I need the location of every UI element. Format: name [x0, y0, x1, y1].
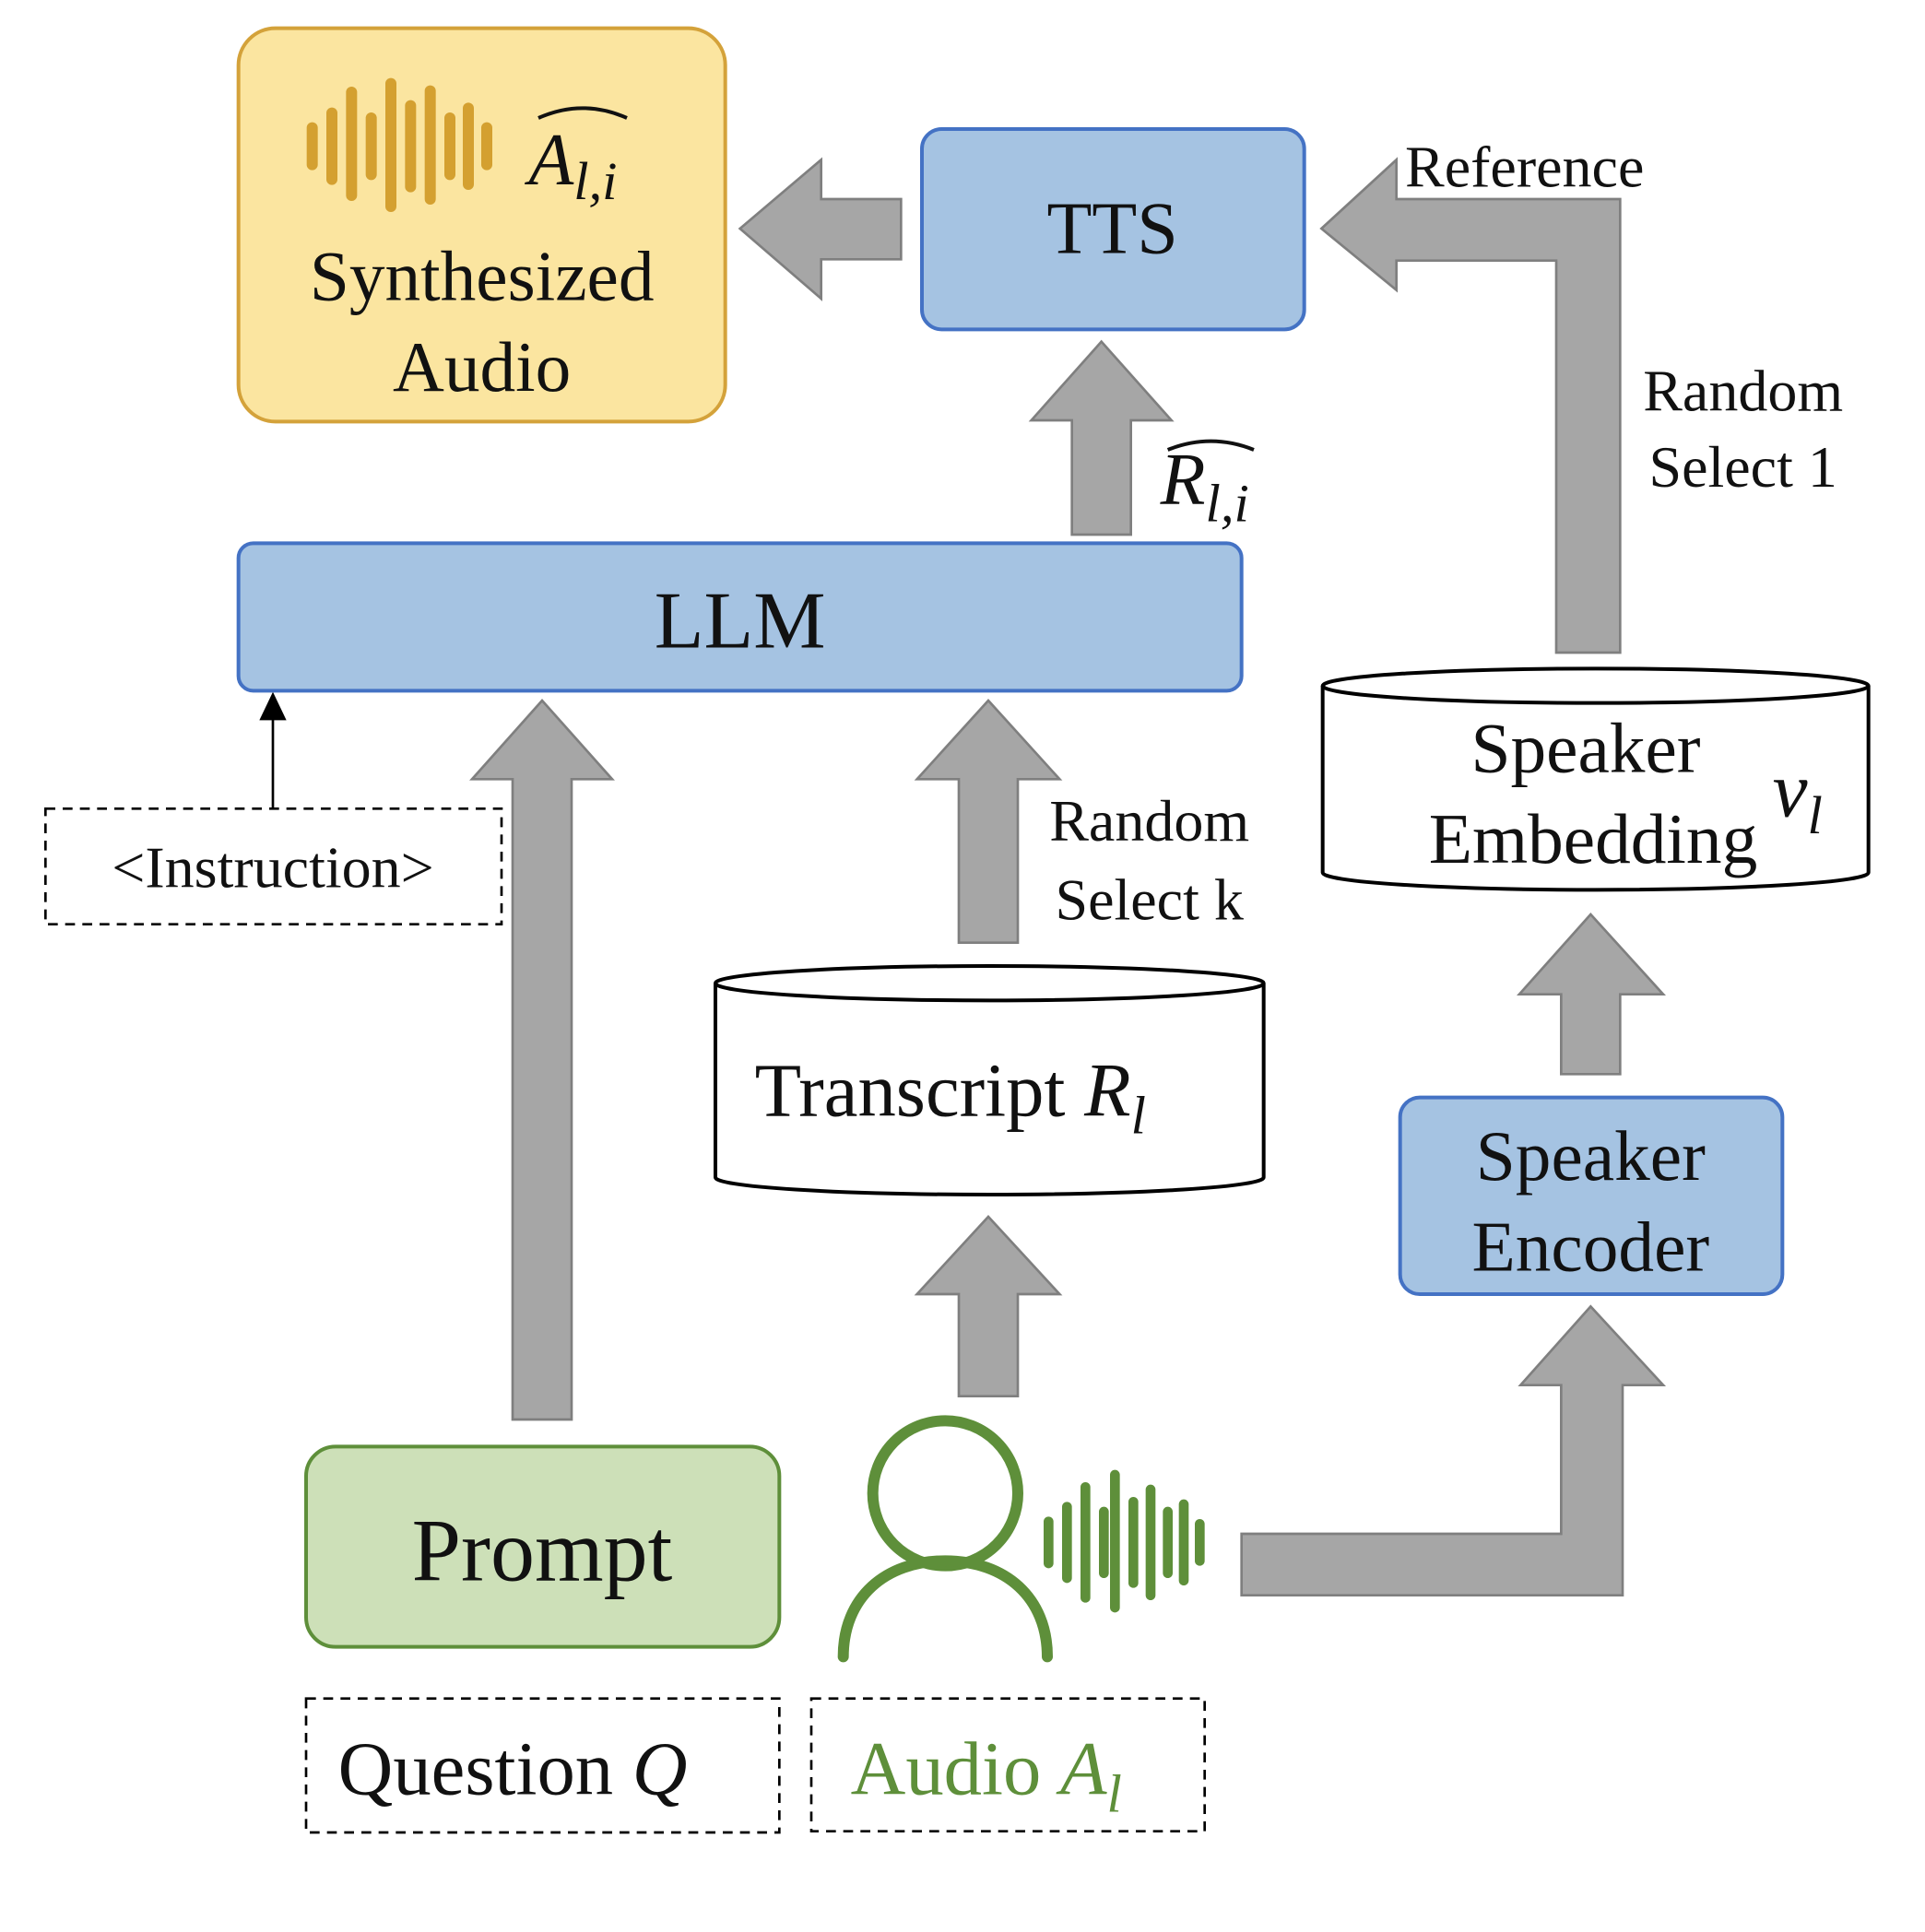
arrow-llm-to-tts: [1028, 339, 1175, 536]
tts-box: TTS: [919, 127, 1306, 332]
random-select-1-line2: Select 1: [1648, 434, 1836, 500]
v-l-label: vl: [1773, 747, 1823, 845]
instruction-connector: [259, 691, 287, 809]
prompt-box: Prompt: [304, 1444, 782, 1649]
speaker-encoder-box: Speaker Encoder: [1398, 1095, 1785, 1296]
arrow-audio-to-encoder: [1240, 1304, 1667, 1596]
llm-label: LLM: [655, 577, 826, 666]
arrow-embedding-to-tts: [1319, 157, 1622, 654]
reference-label: Reference: [1405, 135, 1644, 200]
waveform-icon: [1044, 1469, 1205, 1613]
speaker-embedding-cylinder: Speaker Embedding vl: [1320, 666, 1871, 892]
question-box: Question Q: [304, 1697, 781, 1834]
random-select-k-line1: Random: [1049, 788, 1249, 854]
instruction-label: <Instruction>: [112, 835, 433, 901]
waveform-icon: [306, 77, 492, 212]
tts-label: TTS: [1047, 189, 1178, 270]
speaker-encoder-line1: Speaker: [1476, 1116, 1706, 1196]
speaker-embedding-line2: Embedding: [1429, 799, 1758, 878]
speaker-encoder-line2: Encoder: [1472, 1208, 1710, 1287]
random-select-k-line2: Select k: [1055, 866, 1243, 932]
llm-box: LLM: [236, 541, 1244, 693]
arrow-prompt-to-llm: [469, 698, 615, 1421]
synth-label-line2: Audio: [393, 327, 571, 406]
synth-subscript: l,i: [573, 151, 617, 211]
audio-box: Audio Al: [809, 1697, 1206, 1832]
synthesized-audio-box: Al,i Synthesized Audio: [236, 26, 727, 424]
synth-label-line1: Synthesized: [310, 236, 655, 315]
arrow-audio-to-transcript: [914, 1215, 1063, 1397]
arrow-tts-to-synth: [738, 157, 903, 301]
audio-label: Audio Al: [851, 1726, 1122, 1824]
a-hat-label: Al,i: [524, 106, 628, 211]
question-label: Question Q: [338, 1726, 688, 1811]
synth-symbol: A: [524, 120, 574, 201]
transcript-label: Transcript Rl: [755, 1048, 1146, 1146]
prompt-label: Prompt: [412, 1502, 673, 1600]
arrow-encoder-to-embedding: [1517, 913, 1667, 1076]
random-select-1-line1: Random: [1643, 358, 1843, 423]
transcript-cylinder: Transcript Rl: [714, 963, 1266, 1196]
speaker-embedding-line1: Speaker: [1470, 708, 1700, 787]
flow-arrows: [469, 157, 1667, 1596]
svg-text:Rl,i: Rl,i: [1160, 440, 1249, 534]
r-hat-label: Rl,i: [1160, 440, 1255, 534]
instruction-box: <Instruction>: [43, 807, 503, 925]
person-icon: [837, 1415, 1053, 1663]
arrow-transcript-to-llm: [914, 699, 1063, 944]
svg-text:Al,i: Al,i: [524, 120, 617, 211]
